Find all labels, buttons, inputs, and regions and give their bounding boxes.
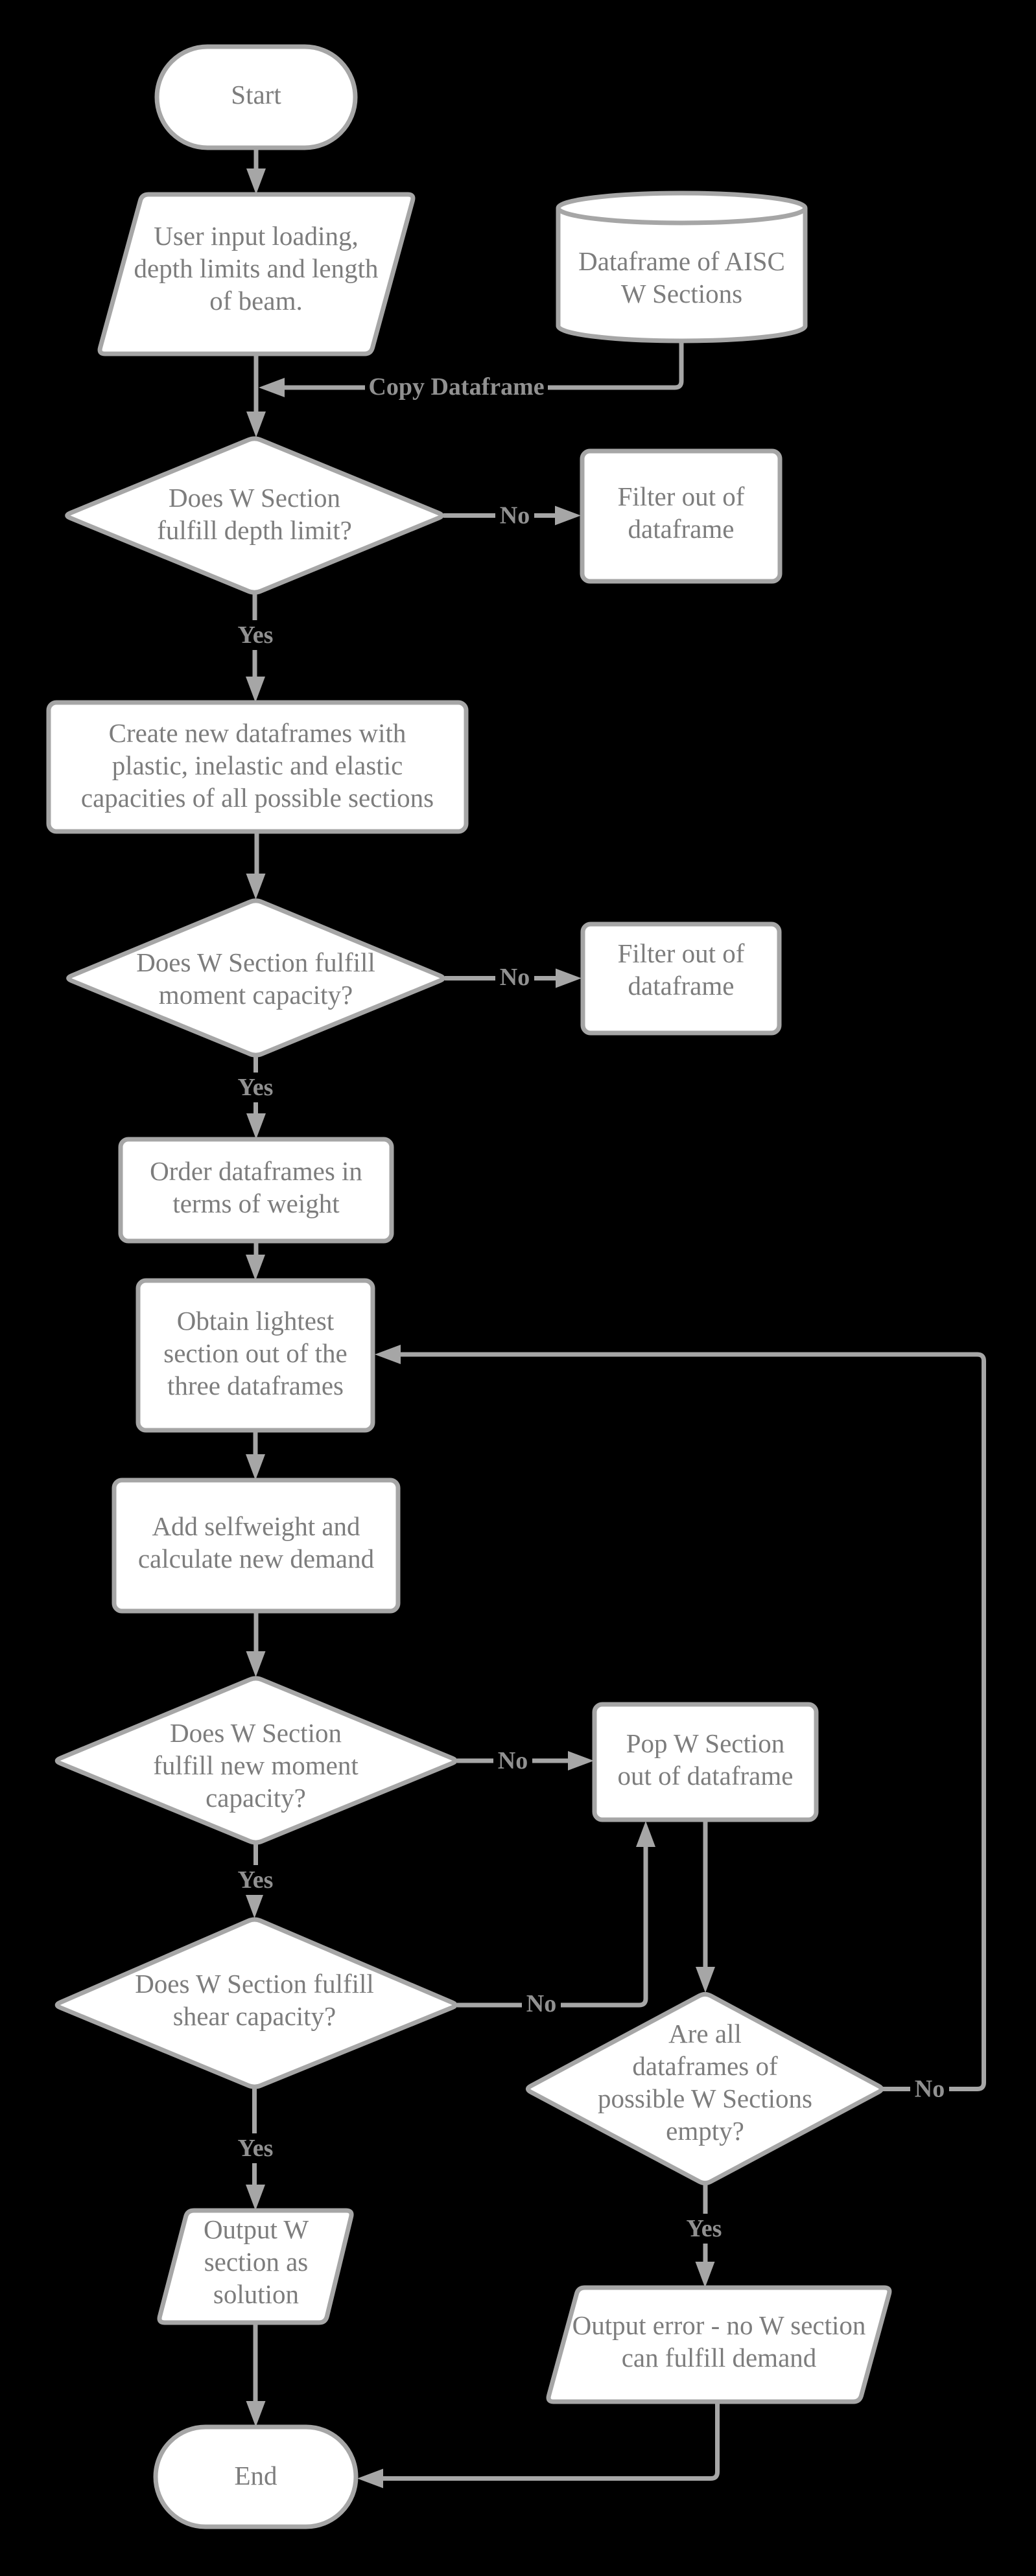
svg-text:depth limits and length: depth limits and length xyxy=(134,253,379,283)
svg-text:Start: Start xyxy=(231,80,281,110)
svg-text:dataframe: dataframe xyxy=(628,514,735,544)
svg-text:solution: solution xyxy=(213,2279,299,2309)
svg-text:section as: section as xyxy=(204,2247,309,2277)
svg-text:Yes: Yes xyxy=(238,1866,274,1894)
svg-text:possible W Sections: possible W Sections xyxy=(598,2083,812,2113)
svg-text:No: No xyxy=(915,2076,945,2103)
svg-text:Does W Section fulfill: Does W Section fulfill xyxy=(135,1969,374,1999)
svg-text:Order dataframes in: Order dataframes in xyxy=(150,1156,362,1186)
svg-text:Dataframe of AISC: Dataframe of AISC xyxy=(578,246,785,276)
svg-text:Does W Section: Does W Section xyxy=(170,1718,342,1748)
svg-text:dataframe: dataframe xyxy=(628,971,735,1001)
svg-text:Add selfweight and: Add selfweight and xyxy=(152,1511,360,1541)
svg-text:Obtain lightest: Obtain lightest xyxy=(177,1306,335,1336)
svg-text:No: No xyxy=(526,1990,556,2017)
svg-text:No: No xyxy=(498,1747,528,1774)
svg-text:can fulfill demand: can fulfill demand xyxy=(622,2343,817,2373)
svg-text:Yes: Yes xyxy=(238,621,274,649)
svg-text:terms of weight: terms of weight xyxy=(172,1189,340,1218)
svg-text:End: End xyxy=(234,2461,277,2490)
svg-text:section out of the: section out of the xyxy=(163,1338,347,1368)
svg-text:Does W Section fulfill: Does W Section fulfill xyxy=(136,947,375,977)
svg-text:Output error - no W section: Output error - no W section xyxy=(572,2310,866,2340)
svg-text:No: No xyxy=(500,964,530,991)
svg-text:calculate new demand: calculate new demand xyxy=(138,1544,374,1573)
svg-text:capacities of all possible sec: capacities of all possible sections xyxy=(81,783,434,813)
svg-text:User input loading,: User input loading, xyxy=(154,221,358,251)
svg-text:Output W: Output W xyxy=(204,2214,309,2244)
svg-text:Yes: Yes xyxy=(238,2135,274,2162)
svg-text:dataframes of: dataframes of xyxy=(632,2051,778,2081)
svg-text:Filter out of: Filter out of xyxy=(618,938,745,968)
svg-text:plastic, inelastic and elastic: plastic, inelastic and elastic xyxy=(112,750,403,780)
svg-text:of beam.: of beam. xyxy=(209,286,302,316)
svg-text:moment capacity?: moment capacity? xyxy=(159,980,353,1010)
svg-text:fulfill new moment: fulfill new moment xyxy=(153,1750,359,1780)
svg-text:out of dataframe: out of dataframe xyxy=(618,1761,794,1791)
svg-text:Create new dataframes with: Create new dataframes with xyxy=(109,718,406,748)
svg-text:Copy Dataframe: Copy Dataframe xyxy=(368,373,544,400)
svg-text:No: No xyxy=(500,502,530,529)
svg-text:shear capacity?: shear capacity? xyxy=(173,2001,336,2031)
svg-text:Filter out of: Filter out of xyxy=(618,482,745,511)
svg-text:Pop W Section: Pop W Section xyxy=(626,1728,785,1758)
svg-text:capacity?: capacity? xyxy=(206,1783,306,1813)
svg-text:Are all: Are all xyxy=(668,2019,742,2048)
svg-text:W Sections: W Sections xyxy=(621,279,742,308)
svg-text:three dataframes: three dataframes xyxy=(167,1371,344,1400)
svg-text:Does W Section: Does W Section xyxy=(169,483,340,513)
svg-text:Yes: Yes xyxy=(687,2215,722,2242)
svg-text:fulfill depth limit?: fulfill depth limit? xyxy=(157,515,352,545)
svg-text:Yes: Yes xyxy=(238,1074,274,1101)
svg-text:empty?: empty? xyxy=(666,2116,744,2146)
